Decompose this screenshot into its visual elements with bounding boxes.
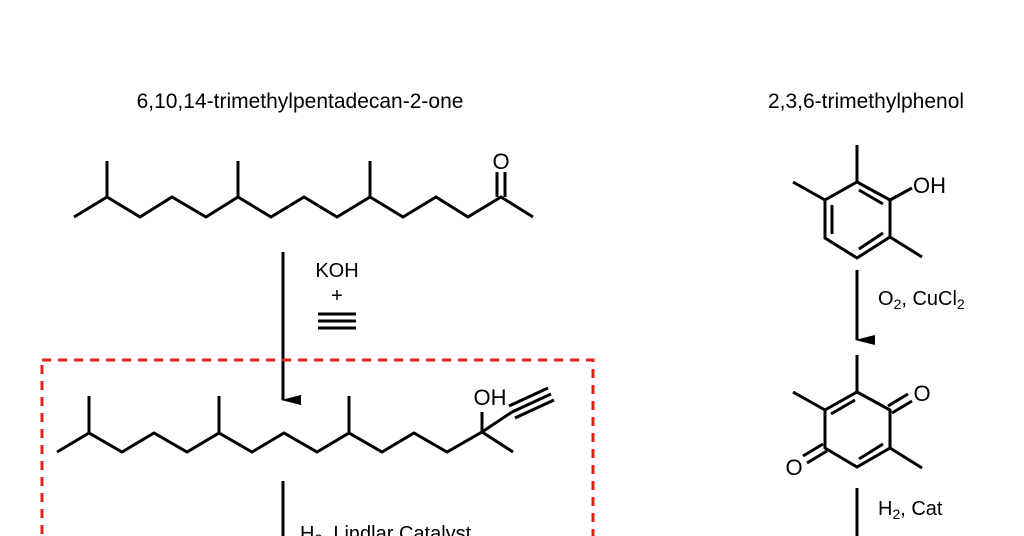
oxidation-reagent-label: O2, CuCl2	[878, 288, 965, 312]
carbonyl-oxygen-label: O	[492, 149, 509, 174]
phenol-title: 2,3,6-trimethylphenol	[768, 90, 964, 113]
alkynol-structure: OH	[56, 385, 555, 454]
acetylene-triple-bond-icon	[318, 312, 356, 330]
ketone-structure: O	[73, 149, 534, 219]
quinone-structure: O O	[785, 355, 931, 480]
plus-label: +	[331, 285, 343, 307]
phenol-hydroxyl-label: OH	[913, 173, 946, 198]
quinone-oxygen-1-label: O	[913, 381, 930, 406]
phenol-structure: OH	[792, 145, 946, 260]
quinone-oxygen-2-label: O	[785, 455, 802, 480]
highlight-box	[40, 358, 595, 536]
lindlar-label: H2, Lindlar Catalyst	[300, 523, 472, 536]
ketone-title: 6,10,14-trimethylpentadecan-2-one	[137, 90, 464, 113]
hydroxyl-label: OH	[474, 385, 507, 410]
koh-label: KOH	[315, 260, 358, 282]
hydrogenation-reagent-label: H2, Cat	[878, 498, 943, 522]
